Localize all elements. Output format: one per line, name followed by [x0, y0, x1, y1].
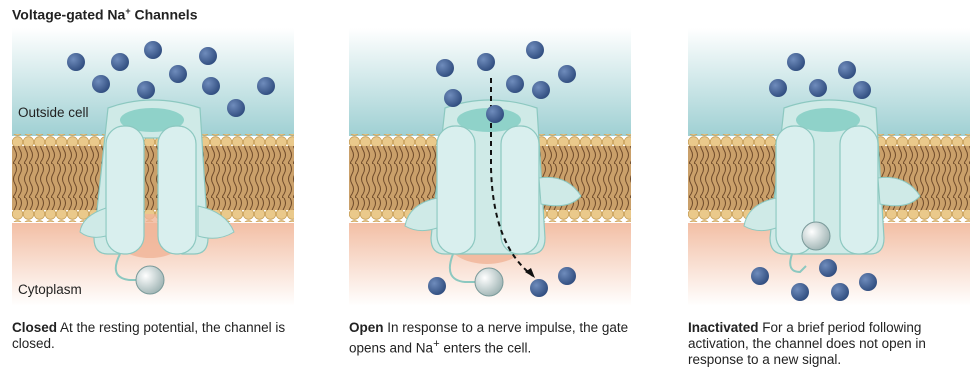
caption-open: Open In response to a nerve impulse, the…: [349, 320, 649, 357]
figure-title: Voltage-gated Na+ Channels: [12, 6, 197, 23]
panel-open: [349, 28, 631, 306]
panel-inactivated: [688, 28, 970, 306]
panel-closed: Outside cell Cytoplasm: [12, 28, 294, 306]
caption-inactivated: Inactivated For a brief period following…: [688, 320, 970, 368]
inactivation-gate: [136, 266, 164, 294]
outside-cell-label: Outside cell: [18, 105, 89, 120]
caption-closed: Closed At the resting potential, the cha…: [12, 320, 302, 352]
cytoplasm-label: Cytoplasm: [18, 282, 82, 297]
